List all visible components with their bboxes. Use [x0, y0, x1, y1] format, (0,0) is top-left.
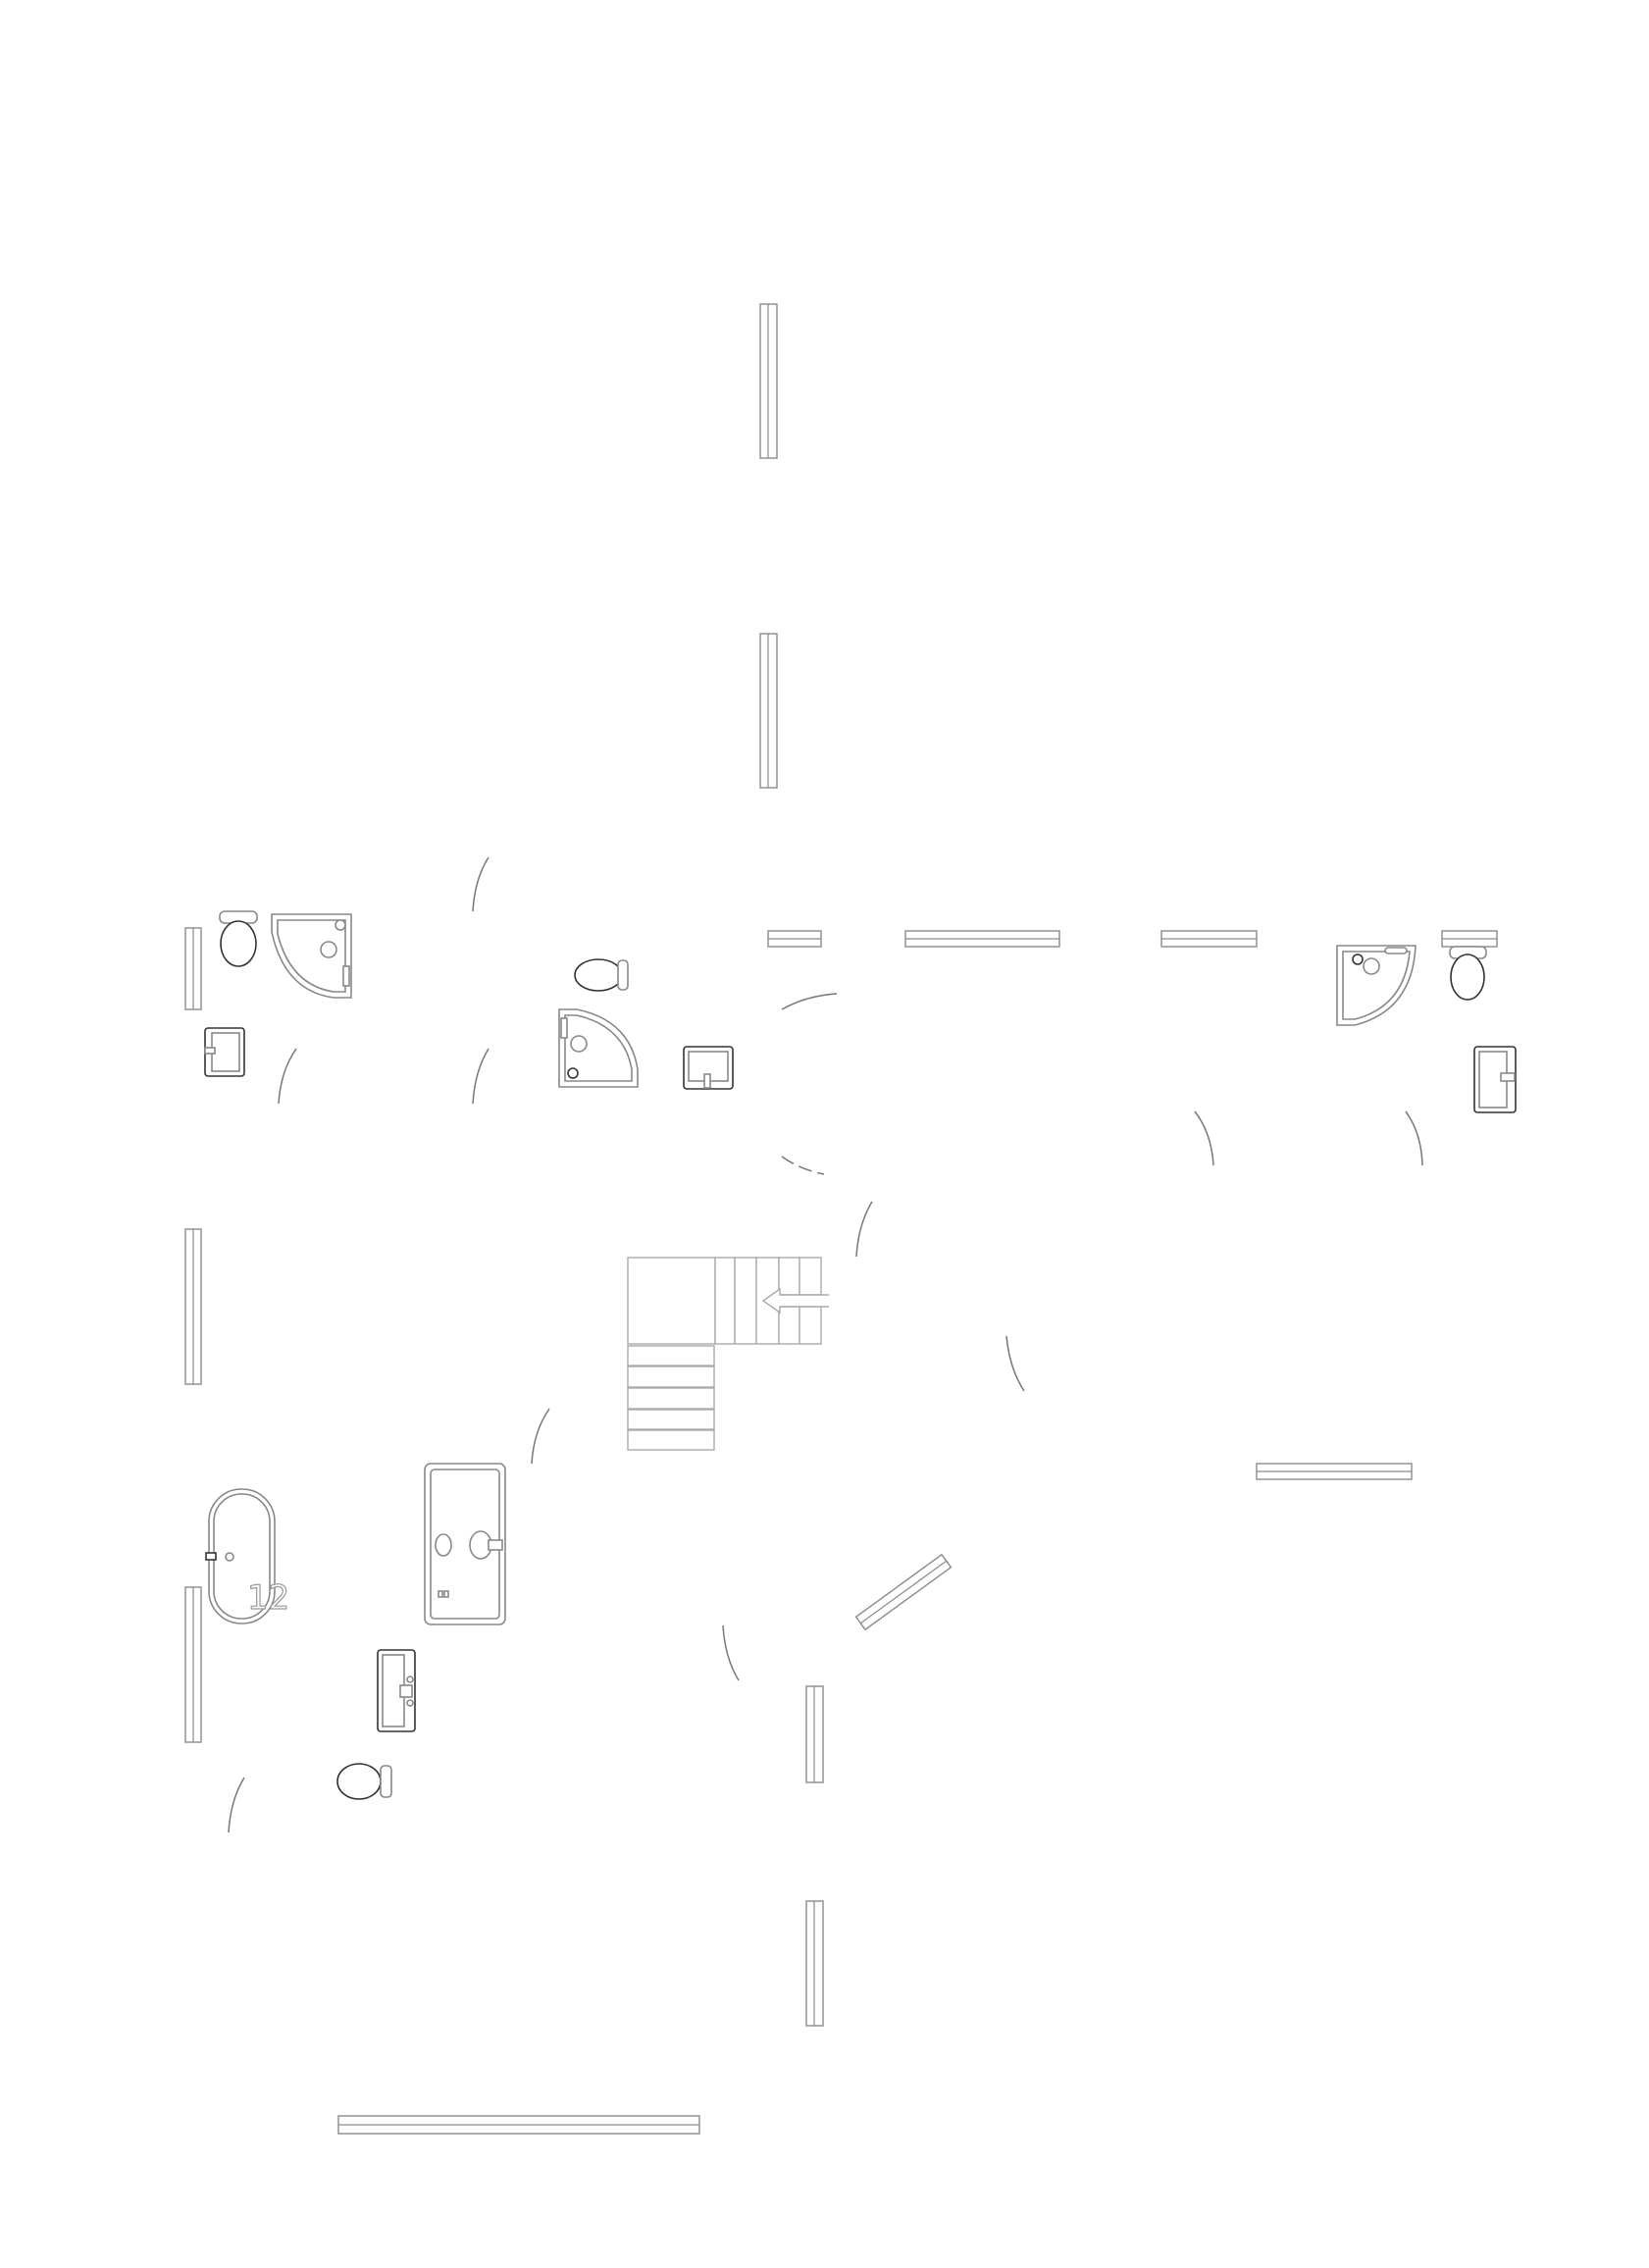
- wall: [184, 927, 202, 1010]
- corner-shower: [558, 1008, 639, 1088]
- shower-tray: [424, 1463, 506, 1625]
- wall: [759, 633, 778, 789]
- door-arc: [781, 1156, 825, 1175]
- wall: [805, 1900, 824, 2027]
- door-arc: [855, 1201, 873, 1258]
- wall: [759, 303, 778, 459]
- door-arc: [531, 1408, 550, 1465]
- wall: [805, 1685, 824, 1783]
- stair-direction-arrow-icon: [761, 1287, 829, 1314]
- door-arc: [1405, 1110, 1423, 1166]
- sink: [1473, 1046, 1517, 1113]
- toilet: [1449, 946, 1487, 1001]
- toilet: [219, 910, 258, 967]
- corner-shower: [1336, 945, 1417, 1026]
- staircase: [627, 1257, 829, 1451]
- door-arc: [781, 993, 838, 1010]
- wall: [767, 930, 822, 948]
- sink: [377, 1649, 416, 1732]
- toilet: [574, 958, 629, 992]
- toilet: [336, 1763, 392, 1800]
- sink: [683, 1046, 734, 1090]
- wall: [337, 2115, 700, 2135]
- wall: [1441, 930, 1498, 948]
- door-arc: [472, 856, 490, 912]
- sink: [204, 1027, 245, 1077]
- door-arc: [278, 1048, 297, 1105]
- door-arcs: [228, 856, 1423, 1833]
- wall: [854, 1553, 953, 1631]
- wall: [184, 1586, 202, 1743]
- wall: [184, 1228, 202, 1385]
- walls: [184, 303, 1498, 2135]
- wall: [1160, 930, 1258, 948]
- door-arc: [1005, 1335, 1025, 1392]
- wall: [904, 930, 1060, 948]
- bathtub: 12: [205, 1488, 290, 1624]
- wall: [1256, 1463, 1413, 1480]
- door-arc: [228, 1777, 245, 1833]
- door-arc: [1194, 1110, 1214, 1166]
- door-arc: [472, 1048, 490, 1105]
- bathtub-number-label: 12: [247, 1578, 289, 1618]
- door-arc: [722, 1624, 740, 1681]
- corner-shower: [271, 913, 352, 999]
